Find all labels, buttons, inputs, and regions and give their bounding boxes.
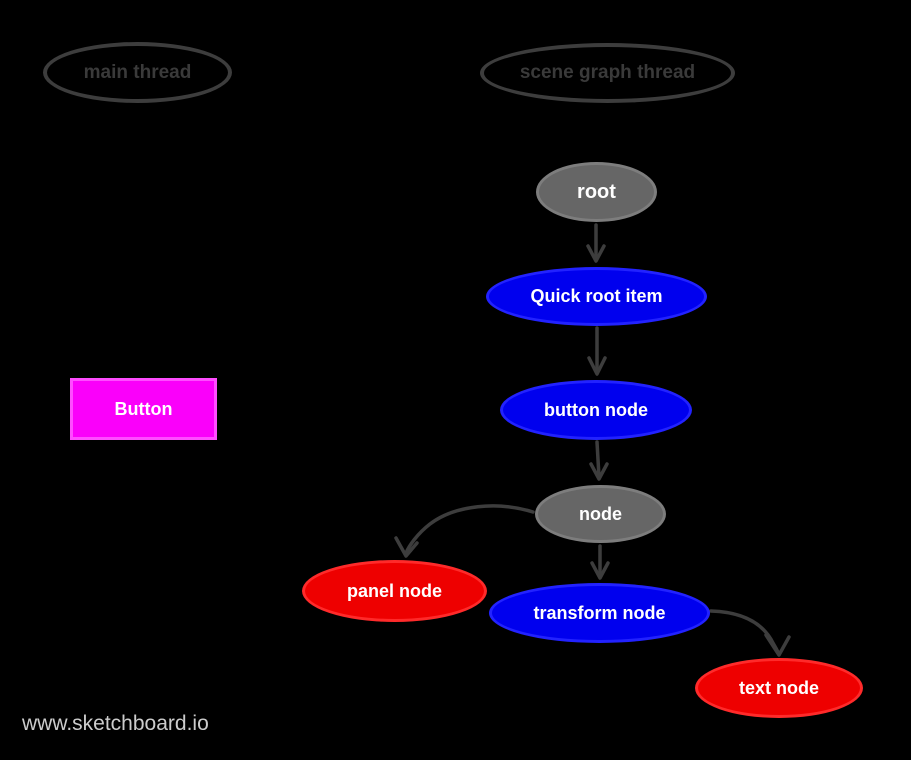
node-button-node-label: button node <box>544 399 648 420</box>
edge-button-node-to-node[interactable] <box>589 440 609 481</box>
edge-quick-root-item-to-button-node[interactable] <box>587 326 607 376</box>
lane-main-thread-label: main thread <box>83 61 192 83</box>
node-transform-node-label: transform node <box>533 602 666 623</box>
node-text-node[interactable]: text node <box>695 658 863 718</box>
node-panel-node[interactable]: panel node <box>302 560 487 622</box>
lane-main-thread[interactable]: main thread <box>43 42 232 103</box>
node-transform-node[interactable]: transform node <box>489 583 710 643</box>
button-shape[interactable]: Button <box>70 378 217 440</box>
node-root[interactable]: root <box>536 162 657 222</box>
edge-node-to-transform-node[interactable] <box>590 544 610 580</box>
node-node-label: node <box>579 503 622 524</box>
node-panel-node-label: panel node <box>346 580 442 601</box>
node-quick-root-item-label: Quick root item <box>530 286 663 306</box>
node-quick-root-item[interactable]: Quick root item <box>486 267 707 326</box>
node-button-node[interactable]: button node <box>500 380 692 440</box>
sketchboard-watermark: www.sketchboard.io <box>22 712 209 735</box>
node-node[interactable]: node <box>535 485 666 543</box>
lane-scene-graph-thread[interactable]: scene graph thread <box>480 43 735 103</box>
button-shape-label: Button <box>114 398 173 419</box>
node-text-node-label: text node <box>738 677 819 698</box>
lane-scene-graph-thread-label: scene graph thread <box>519 62 696 83</box>
edge-transform-node-to-text-node[interactable] <box>709 609 791 657</box>
node-root-label: root <box>577 180 616 203</box>
edge-root-to-quick-root-item[interactable] <box>586 223 606 263</box>
edge-node-to-panel-node[interactable] <box>394 504 535 558</box>
